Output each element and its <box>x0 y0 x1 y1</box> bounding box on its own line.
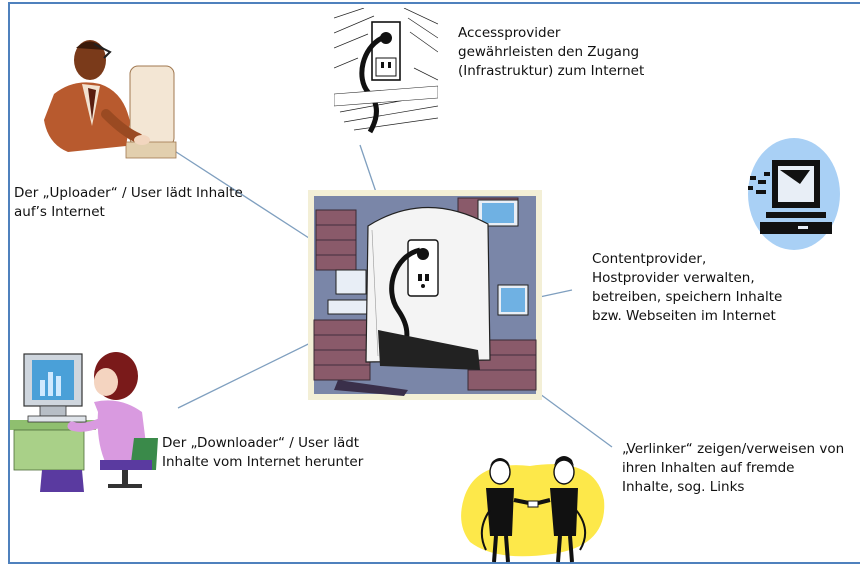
linker-label: „Verlinker“ zeigen/verweisen von ihren I… <box>622 441 845 495</box>
woman-at-computer-icon <box>10 342 160 492</box>
slide-frame <box>8 2 860 564</box>
internet-plug-collage-icon <box>308 190 542 400</box>
downloader-label: Der „Downloader“ / User lädt Inhalte vom… <box>162 435 364 470</box>
uploader-label: Der „Uploader“ / User lädt Inhalte auf’s… <box>14 185 243 220</box>
power-outlet-plug-icon <box>333 7 439 134</box>
two-people-connecting-plugs-icon <box>456 450 608 566</box>
connector-uploader <box>169 147 313 241</box>
man-at-computer-icon <box>34 34 180 166</box>
mail-computer-icon <box>744 136 842 254</box>
connector-access <box>359 144 379 199</box>
content-provider-label: Contentprovider, Hostprovider verwalten,… <box>592 251 783 324</box>
connector-linker <box>539 393 613 448</box>
access-provider-label: Accessprovider gewährleisten den Zugang … <box>458 25 645 79</box>
